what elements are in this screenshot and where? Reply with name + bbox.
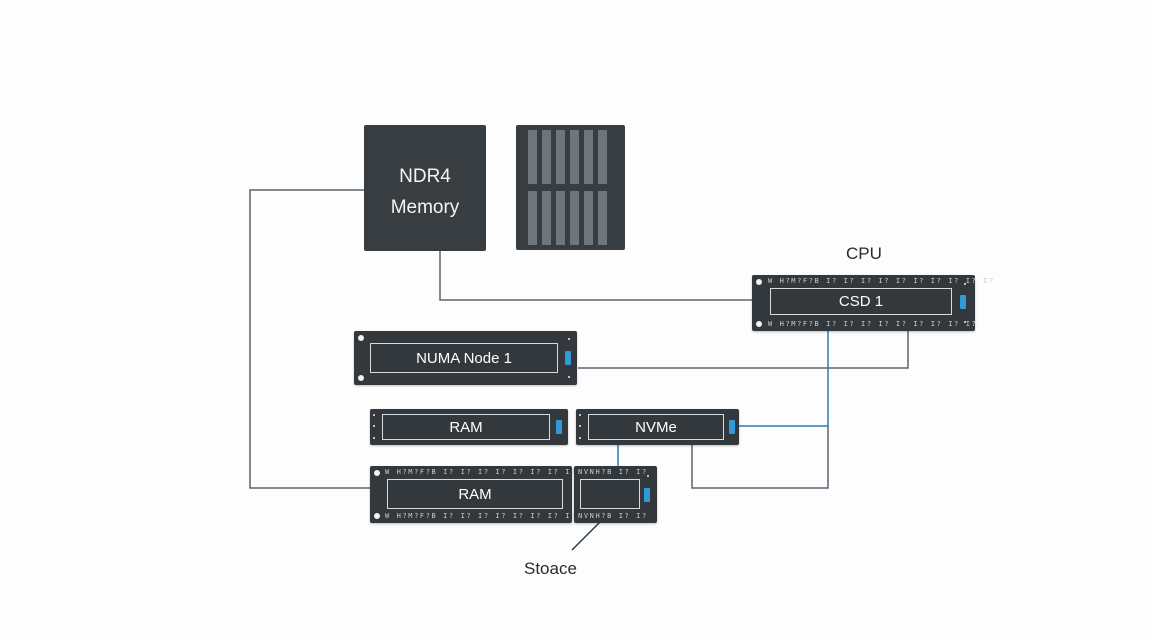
storage-pin-row-bottom: NVNH?B I? I?	[578, 512, 648, 520]
cpu-pin-row-bottom: W H?M?F?B I? I? I? I? I? I? I? I? I?	[768, 320, 978, 328]
storage-card: NVNH?B I? I? NVNH?B I? I?	[574, 466, 657, 523]
wire-memory-to-cpu	[439, 251, 752, 301]
storage-caption: Stoace	[524, 559, 577, 578]
memory-slot	[528, 130, 537, 184]
wire-memory-to-ram	[249, 189, 370, 489]
indicator-tick	[964, 283, 966, 285]
indicator-tick	[373, 414, 375, 416]
cpu-panel: CSD 1	[770, 288, 952, 315]
memory-slot	[528, 191, 537, 245]
memory-slot	[542, 191, 551, 245]
ram-card-2: W H?M?F?B I? I? I? I? I? I? I? I? I? W H…	[370, 466, 593, 523]
indicator-tick	[579, 425, 581, 427]
memory-block-label: NDR4 Memory	[364, 161, 486, 223]
memory-label-line1: NDR4	[399, 166, 451, 187]
ram-label-1: RAM	[449, 418, 483, 436]
indicator-tick	[373, 425, 375, 427]
numa-panel: NUMA Node 1	[370, 343, 558, 373]
mount-hole	[358, 335, 364, 341]
cpu-caption: CPU	[846, 244, 882, 263]
cpu-card-label: CSD 1	[838, 293, 884, 310]
memory-slot	[598, 191, 607, 245]
cpu-card: W H?M?F?B I? I? I? I? I? I? I? I? I? I? …	[752, 275, 993, 331]
ram-panel-2: RAM	[387, 479, 563, 509]
mount-hole	[374, 470, 380, 476]
status-led	[556, 420, 562, 434]
memory-slot	[570, 130, 579, 184]
wire-cpu-to-numa	[578, 330, 909, 369]
storage-pin-row-top: NVNH?B I? I?	[578, 468, 648, 476]
numa-label: NUMA Node 1	[416, 349, 512, 367]
memory-slot	[584, 191, 593, 245]
ram-panel-1: RAM	[382, 414, 550, 440]
memory-slots-block	[516, 125, 625, 250]
indicator-tick	[647, 475, 649, 477]
nvme-card: NVMe	[576, 409, 739, 445]
status-led	[960, 295, 966, 309]
memory-slot	[570, 191, 579, 245]
ram-pin-row-top: W H?M?F?B I? I? I? I? I? I? I? I? I?	[385, 468, 595, 476]
status-led	[565, 351, 571, 365]
mount-hole	[358, 375, 364, 381]
memory-slot	[584, 130, 593, 184]
memory-slot	[556, 191, 565, 245]
status-led	[644, 488, 650, 502]
memory-label-line2: Memory	[390, 197, 460, 218]
indicator-tick	[579, 437, 581, 439]
mount-hole	[756, 321, 762, 327]
indicator-tick	[568, 338, 570, 340]
indicator-tick	[568, 376, 570, 378]
memory-block: NDR4 Memory	[364, 125, 486, 251]
status-led	[729, 420, 735, 434]
memory-slot	[542, 130, 551, 184]
indicator-tick	[579, 414, 581, 416]
indicator-tick	[964, 321, 966, 323]
storage-pointer	[571, 521, 601, 551]
mount-hole	[374, 513, 380, 519]
ram-label-2: RAM	[458, 485, 492, 503]
mount-hole	[756, 279, 762, 285]
memory-slot	[556, 130, 565, 184]
cpu-pin-row-top: W H?M?F?B I? I? I? I? I? I? I? I? I? I?	[768, 277, 995, 285]
numa-node-card: NUMA Node 1	[354, 331, 577, 385]
nvme-panel: NVMe	[588, 414, 724, 440]
indicator-tick	[373, 437, 375, 439]
memory-slot	[598, 130, 607, 184]
nvme-label: NVMe	[635, 418, 677, 436]
wire-cpu-to-nvme	[739, 330, 829, 427]
wire-cpu-loop	[691, 426, 829, 489]
ram-card-1: RAM	[370, 409, 568, 445]
storage-panel	[580, 479, 640, 509]
ram-pin-row-bottom: W H?M?F?B I? I? I? I? I? I? I? I?	[385, 512, 577, 520]
